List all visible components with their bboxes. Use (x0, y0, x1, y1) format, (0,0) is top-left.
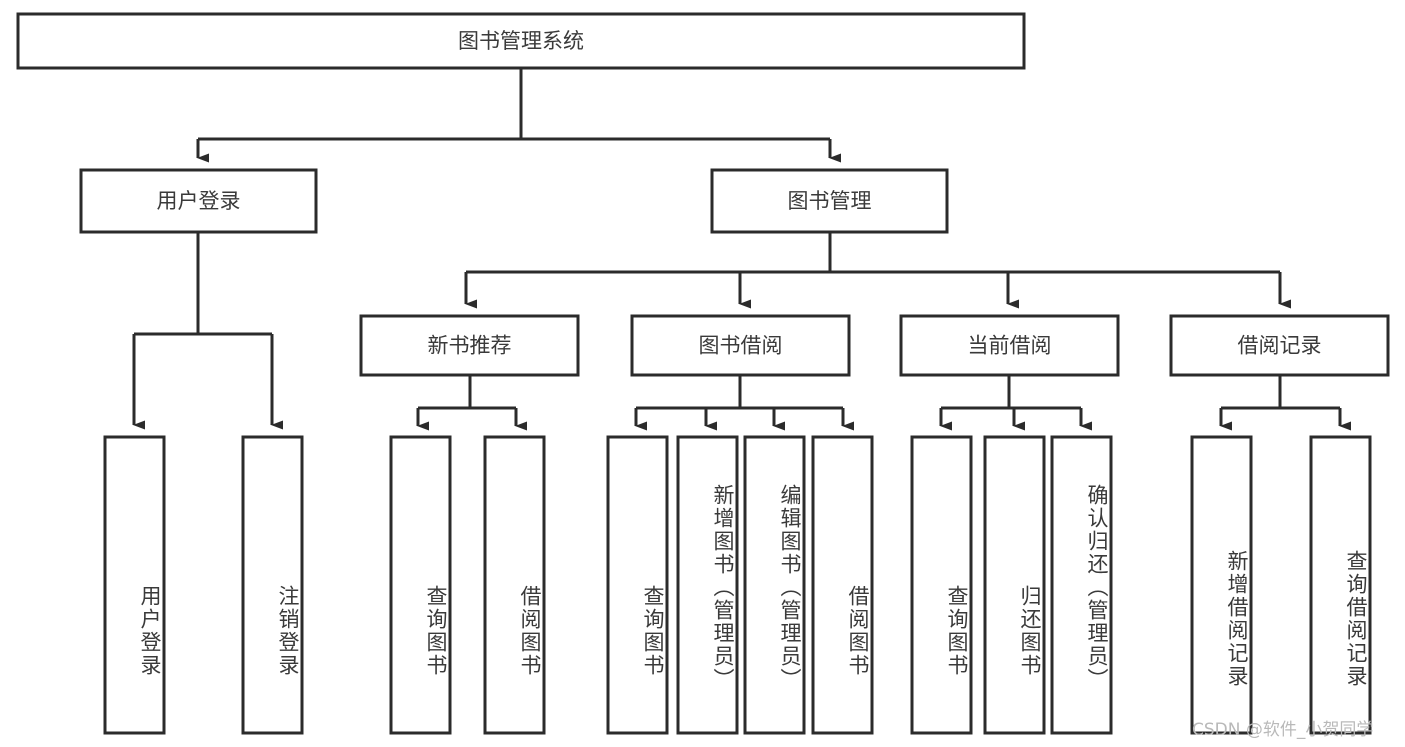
node-label-system-title: 图书管理系统 (458, 29, 584, 53)
node-box-leaf-query-borrow-record[interactable] (1309, 435, 1372, 735)
node-box-leaf-query-book-c[interactable] (910, 435, 973, 735)
node-box-leaf-add-book-admin[interactable] (676, 435, 739, 735)
node-label-borrow-record: 借阅记录 (1238, 334, 1322, 358)
node-box-leaf-return-book[interactable] (983, 435, 1046, 735)
node-box-leaf-borrow-book-a[interactable] (483, 435, 546, 735)
node-box-leaf-confirm-return[interactable] (1050, 435, 1113, 735)
node-box-leaf-logout-login[interactable] (241, 435, 304, 735)
node-label-user-login: 用户登录 (157, 189, 241, 213)
node-label-book-manage: 图书管理 (788, 189, 872, 213)
node-box-leaf-query-book-b[interactable] (606, 435, 669, 735)
node-box-current-borrow[interactable] (899, 314, 1120, 377)
node-box-leaf-edit-book-admin[interactable] (743, 435, 806, 735)
node-box-system-title[interactable] (16, 12, 1026, 70)
node-label-current-borrow: 当前借阅 (968, 334, 1052, 358)
node-box-book-borrow[interactable] (630, 314, 851, 377)
node-box-user-login[interactable] (79, 168, 318, 234)
csdn-watermark: CSDN @软件_小贺同学 (1192, 720, 1374, 740)
node-label-new-book-recommend: 新书推荐 (428, 334, 512, 358)
node-box-new-book-recommend[interactable] (359, 314, 580, 377)
node-box-borrow-record[interactable] (1169, 314, 1390, 377)
node-box-book-manage[interactable] (710, 168, 949, 234)
node-box-layer (16, 12, 1390, 735)
node-box-leaf-add-borrow-record[interactable] (1190, 435, 1253, 735)
node-label-book-borrow: 图书借阅 (699, 334, 783, 358)
connector-layer (132, 68, 1351, 431)
node-box-leaf-user-login[interactable] (103, 435, 166, 735)
node-box-leaf-borrow-book-b[interactable] (811, 435, 874, 735)
node-box-leaf-query-book-a[interactable] (389, 435, 452, 735)
